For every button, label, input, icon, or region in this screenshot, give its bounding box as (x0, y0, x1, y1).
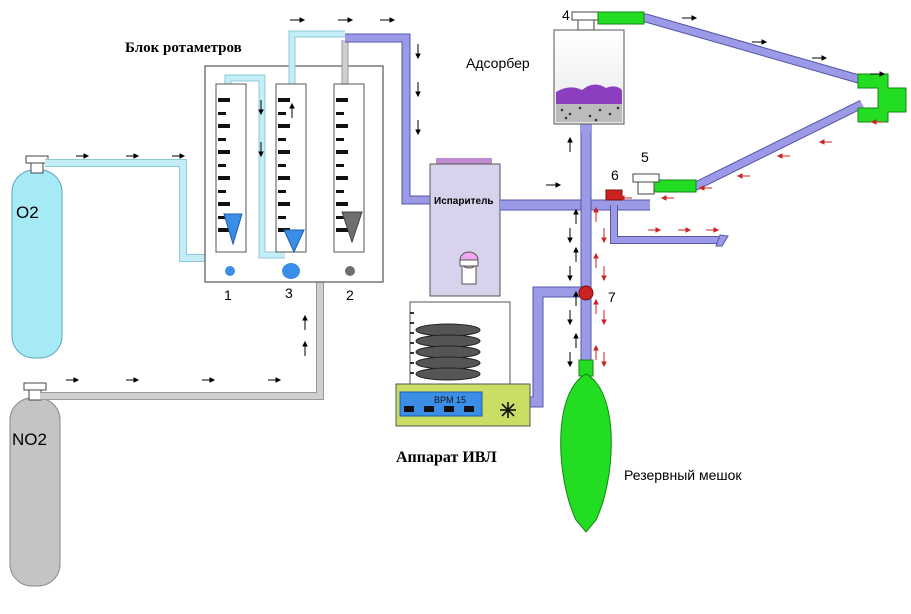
rotameter-tube-2 (333, 83, 365, 276)
callout-7: 7 (608, 289, 616, 305)
no2-cylinder: NO2 (9, 382, 61, 587)
expiratory-valve (632, 173, 660, 195)
o2-cylinder: O2 (11, 155, 63, 359)
y-piece (857, 73, 907, 123)
rotameter-block: 1 3 2 (204, 30, 384, 303)
callout-6: 6 (611, 167, 619, 183)
rotameter-block-label: Блок ротаметров (125, 40, 242, 56)
callout-5: 5 (641, 149, 649, 165)
adsorber-label: Адсорбер (466, 55, 530, 71)
rotameter-tube-3 (275, 83, 307, 279)
rotameter-knob-2[interactable] (345, 266, 355, 276)
reservoir-bag (560, 359, 612, 533)
adsorber (553, 11, 625, 125)
flow-arrows-red (593, 119, 884, 368)
ventilator: BPM 15 (395, 301, 531, 427)
rotameter-number-1: 1 (224, 287, 232, 303)
ventilator-label: Аппарат ИВЛ (396, 449, 497, 466)
rotameter-number-3: 3 (285, 285, 293, 301)
inspiratory-limb (597, 11, 864, 85)
flow-arrows-black (66, 15, 886, 383)
expiratory-limb (651, 99, 864, 193)
reservoir-bag-label: Резервный мешок (624, 467, 742, 483)
gear-icon[interactable] (500, 402, 516, 418)
vaporizer-label: Испаритель (434, 196, 494, 207)
rotameter-tube-1 (215, 83, 247, 276)
rotameter-knob-3[interactable] (282, 263, 300, 279)
apl-valve[interactable] (605, 189, 623, 201)
o2-cylinder-label: O2 (16, 203, 39, 222)
no2-cylinder-label: NO2 (12, 430, 47, 449)
o2-supply-line (45, 159, 220, 262)
breathing-circuit (500, 122, 729, 408)
ventilator-display: BPM 15 (434, 395, 466, 405)
rotameter-knob-1[interactable] (225, 266, 235, 276)
vaporizer: Испаритель (429, 158, 501, 297)
selector-valve[interactable] (578, 285, 594, 301)
callout-4: 4 (562, 7, 570, 23)
rotameter-number-2: 2 (346, 287, 354, 303)
